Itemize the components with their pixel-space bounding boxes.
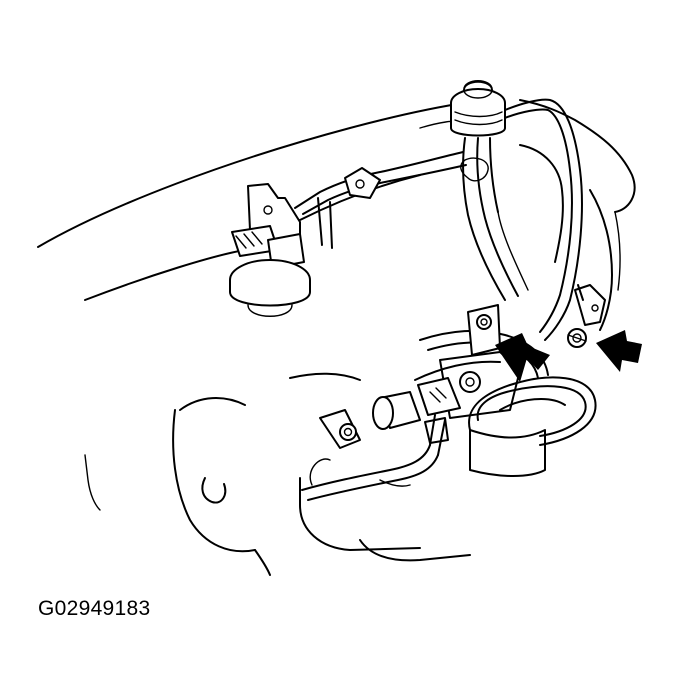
callout-arrow-left — [495, 333, 550, 382]
wiring-harness — [301, 409, 446, 501]
fuel-lines — [462, 98, 583, 341]
intake-manifold-outline — [37, 99, 636, 331]
vacuum-actuator — [229, 183, 311, 317]
bracket-bolt-right — [567, 284, 606, 348]
throttle-body-assembly — [372, 351, 521, 444]
bracket-bolt-left — [467, 304, 501, 356]
fuel-reservoir — [450, 80, 506, 137]
figure-code: G02949183 — [38, 597, 151, 620]
vacuum-hose — [294, 151, 489, 249]
engine-lower-outline — [84, 372, 546, 576]
callout-arrow-right — [596, 330, 642, 372]
